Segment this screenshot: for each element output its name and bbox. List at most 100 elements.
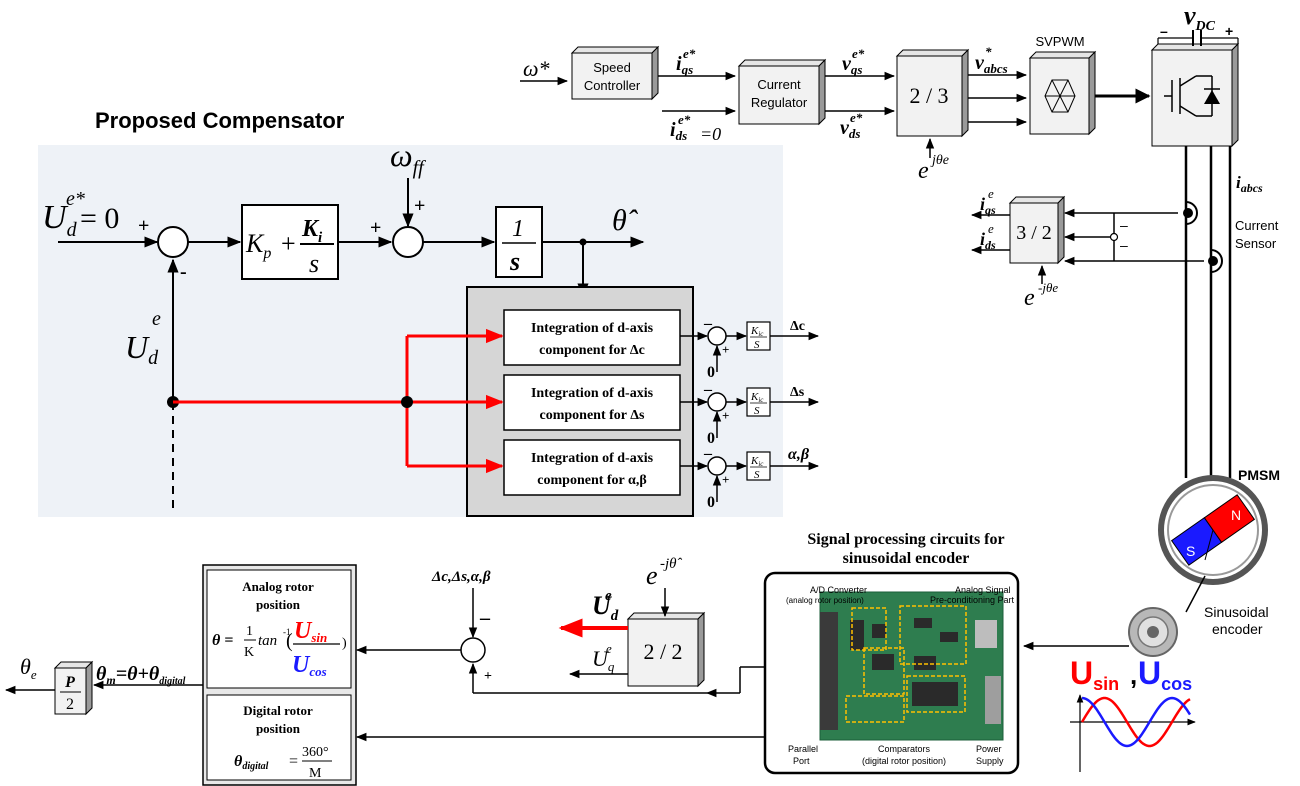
- pi-expression: Kp + Ki s: [245, 216, 334, 278]
- svg-text:position: position: [256, 597, 301, 612]
- svg-text:vqs: vqs: [842, 53, 862, 77]
- output-chain-ab: – + 0 Kic S α,β: [680, 445, 820, 511]
- svg-text:Supply: Supply: [976, 756, 1004, 766]
- svg-text:Uq: Uq: [592, 646, 615, 674]
- svg-text:e*: e*: [850, 110, 863, 125]
- transform-22-block: 2 / 2: [626, 611, 706, 688]
- svpwm-block: [1028, 50, 1097, 136]
- compensator-title: Proposed Compensator: [95, 108, 345, 133]
- iqs-ref-label: iqs e*: [676, 46, 696, 77]
- iabcs-label: iabcs: [1236, 173, 1263, 195]
- svg-text:= 0: = 0: [80, 202, 119, 235]
- svg-text:ids: ids: [980, 229, 996, 252]
- sum1-plus: +: [138, 215, 149, 237]
- svg-text:θm=θ+θdigital: θm=θ+θdigital: [96, 663, 186, 687]
- vdc-label: vDC: [1184, 1, 1216, 34]
- svg-text:e*: e*: [66, 188, 85, 210]
- svg-text:N: N: [1231, 507, 1241, 523]
- svg-text:+: +: [1225, 23, 1233, 39]
- svg-text:iabcs: iabcs: [1236, 173, 1263, 195]
- integration-ds-line1: Integration of d-axis: [531, 386, 654, 401]
- svg-text:=0: =0: [700, 124, 721, 144]
- integration-block-dc: [503, 309, 681, 366]
- transform-32-block: 3 / 2: [1008, 195, 1066, 265]
- svg-text:iqs: iqs: [980, 194, 996, 217]
- svg-text:θ =: θ =: [212, 632, 233, 649]
- svg-text:iqs: iqs: [676, 53, 693, 77]
- vqs-label: vqs e*: [842, 46, 865, 77]
- digital-formula: θdigital = 360° M: [234, 745, 332, 781]
- svg-text:Analog rotor: Analog rotor: [242, 579, 314, 594]
- svg-text:S: S: [754, 469, 760, 481]
- vds-label: vds e*: [840, 110, 863, 141]
- summing-junction-3: [460, 637, 486, 663]
- svg-text:2: 2: [66, 696, 74, 713]
- svg-text:Ucos: Ucos: [292, 652, 327, 679]
- summing-junction-1: [157, 226, 189, 258]
- svg-text:Kic: Kic: [750, 455, 764, 468]
- svg-text:P: P: [64, 674, 75, 691]
- encoder-label-1: Sinusoidal: [1204, 604, 1269, 620]
- svg-text:Ki: Ki: [301, 216, 323, 246]
- svg-text:–: –: [703, 445, 713, 462]
- svg-text:Digital rotor: Digital rotor: [243, 703, 313, 718]
- speed-controller-block: Speed Controller: [570, 45, 660, 101]
- sinusoid-plot: [1070, 694, 1196, 772]
- svg-text:-jθe: -jθe: [1038, 280, 1058, 295]
- ids-ref-label: ids e* =0: [670, 112, 721, 144]
- ud-fb-label: Ud e: [125, 308, 161, 369]
- svg-text:360°: 360°: [302, 745, 329, 760]
- svg-text:1: 1: [246, 624, 253, 639]
- svg-text:Regulator: Regulator: [751, 95, 808, 110]
- sum1-minus: -: [180, 261, 187, 283]
- e-neg-jtheta-label: e -jθe: [1024, 280, 1058, 311]
- svg-text:–: –: [703, 315, 713, 332]
- svg-text:e*: e*: [683, 46, 696, 61]
- svg-text:3 / 2: 3 / 2: [1016, 222, 1052, 244]
- svg-text:tan: tan: [258, 633, 277, 649]
- svg-text:jθe: jθe: [930, 153, 949, 168]
- svg-text:M: M: [309, 766, 322, 781]
- svg-text:Ud: Ud: [125, 329, 159, 369]
- svg-text:+: +: [722, 408, 729, 423]
- current-regulator-block: Current Regulator: [737, 58, 827, 126]
- theta-e-label: θe: [20, 654, 37, 682]
- svg-text:vDC: vDC: [1184, 1, 1216, 34]
- svg-text:e: e: [152, 308, 161, 330]
- svg-text:e: e: [988, 221, 994, 236]
- svg-text:Δc: Δc: [790, 319, 805, 334]
- svg-text:ids: ids: [670, 119, 687, 143]
- integration-ds-line2: component for Δs: [540, 408, 646, 423]
- svg-text:Comparators: Comparators: [878, 744, 931, 754]
- svg-text:Controller: Controller: [584, 78, 641, 93]
- sensor-minus-2: –: [1120, 237, 1128, 253]
- integration-block-ab: [503, 439, 681, 496]
- svg-text:e: e: [918, 158, 929, 184]
- ejtheta-label: e jθe: [918, 153, 949, 184]
- svg-text:e: e: [1024, 285, 1035, 311]
- summing-junction-2: [392, 226, 424, 258]
- ids-fb-label: ids e: [980, 221, 996, 252]
- svg-text:0: 0: [707, 494, 715, 511]
- e-neg-jtheta-hat-label: e -jθ̂: [646, 556, 683, 590]
- svg-text:K: K: [244, 645, 254, 660]
- svg-text:Pre-conditioning Part: Pre-conditioning Part: [930, 595, 1015, 605]
- svg-text:θdigital: θdigital: [234, 753, 269, 772]
- svg-text:Kp: Kp: [245, 229, 271, 262]
- current-sensor-a: [1183, 208, 1193, 218]
- svg-text:Kic: Kic: [750, 391, 764, 404]
- current-sensor-b: [1208, 256, 1218, 266]
- svg-text:e: e: [988, 186, 994, 201]
- vabcs-label: vabcs *: [975, 44, 1008, 76]
- svg-text:ωff: ωff: [390, 137, 426, 179]
- svg-text:+: +: [722, 472, 729, 487]
- svpwm-label: SVPWM: [1035, 34, 1084, 49]
- svg-text:e*: e*: [678, 112, 691, 127]
- svg-text:S: S: [754, 405, 760, 417]
- encoder-label-2: encoder: [1212, 621, 1263, 637]
- svg-text:S: S: [754, 339, 760, 351]
- svg-text:Ucos: Ucos: [1138, 655, 1192, 694]
- svg-text:Δs: Δs: [790, 385, 805, 400]
- svg-text:e: e: [606, 641, 612, 656]
